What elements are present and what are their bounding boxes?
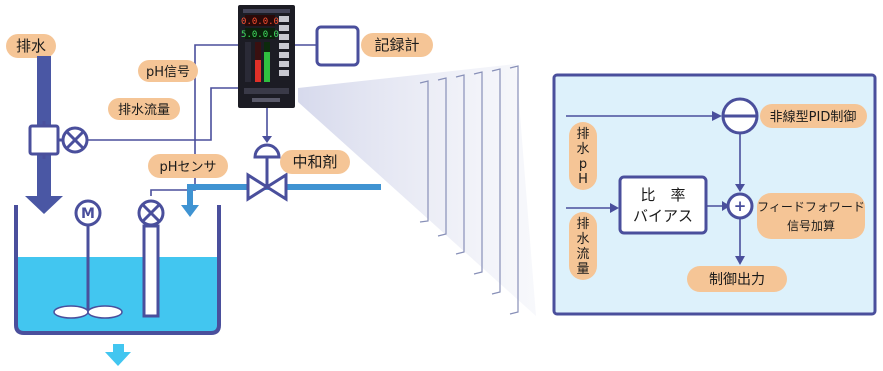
neutralizer-label: 中和剤	[280, 150, 350, 174]
svg-text:流: 流	[576, 247, 589, 262]
svg-text:+: +	[734, 197, 747, 215]
ratio-bias-block: 比 率 バイアス	[618, 175, 708, 235]
flow-transmitter-icon	[61, 126, 89, 154]
svg-text:0.0.0.0: 0.0.0.0	[241, 17, 279, 27]
pid-controller: 0.0.0.0 5.0.0.0	[238, 5, 295, 108]
svg-text:排: 排	[576, 217, 589, 232]
svg-text:量: 量	[576, 262, 589, 277]
detail-arrow-output	[735, 256, 745, 265]
ph-sensor-icon	[137, 199, 165, 318]
svg-text:中和剤: 中和剤	[292, 153, 337, 171]
neutralizer-pipe-arrow	[181, 205, 199, 217]
zoom-beam	[298, 64, 536, 316]
svg-text:信号加算: 信号加算	[787, 218, 835, 233]
valve-signal-arrow	[262, 136, 272, 143]
recorder-label: 記録計	[361, 33, 433, 57]
detail-arrow-pid-down	[735, 184, 745, 192]
svg-text:5.0.0.0: 5.0.0.0	[241, 30, 279, 40]
svg-text:フィードフォワード: フィードフォワード	[757, 200, 865, 214]
drain-flow-vertical-label: 排 水 流 量	[569, 212, 597, 280]
ph-signal-label: pH信号	[138, 60, 198, 82]
zoom-panels	[419, 65, 519, 315]
svg-text:制御出力: 制御出力	[709, 272, 765, 288]
svg-text:M: M	[81, 206, 95, 222]
detail-arrow-ratio	[610, 203, 619, 213]
feedforward-label: フィードフォワード 信号加算	[757, 193, 865, 239]
svg-text:排水流量: 排水流量	[118, 103, 170, 118]
svg-text:水: 水	[576, 142, 589, 157]
adder-icon: +	[726, 192, 754, 220]
drain-label: 排水	[6, 34, 56, 58]
svg-text:非線型PID制御: 非線型PID制御	[770, 109, 857, 125]
svg-text:pHセンサ: pHセンサ	[159, 160, 216, 175]
nonlinear-pid-block	[721, 97, 759, 135]
drain-inflow-arrow	[25, 196, 63, 214]
ph-sensor-label: pHセンサ	[148, 154, 228, 178]
svg-text:比 率: 比 率	[640, 186, 685, 204]
svg-text:排水: 排水	[16, 37, 46, 55]
svg-text:水: 水	[576, 232, 589, 247]
nonlinear-pid-label: 非線型PID制御	[760, 104, 867, 128]
svg-text:H: H	[578, 172, 588, 187]
flow-meter	[28, 124, 60, 156]
drain-flow-label: 排水流量	[108, 98, 180, 120]
detail-arrow-adder-in	[722, 201, 730, 211]
mixer-icon: M	[53, 199, 123, 319]
tank-water	[16, 257, 219, 333]
svg-text:バイアス: バイアス	[633, 207, 693, 225]
control-valve-icon	[246, 143, 288, 202]
control-detail-panel	[552, 73, 877, 316]
drain-ph-label: 排 水 p H	[569, 122, 597, 190]
detail-arrow-pid	[712, 111, 722, 121]
svg-text:記録計: 記録計	[374, 36, 419, 54]
neutralizer-pipe	[187, 184, 381, 207]
control-output-label: 制御出力	[687, 266, 787, 292]
recorder-box	[315, 25, 360, 67]
svg-text:pH信号: pH信号	[146, 65, 190, 80]
svg-text:排: 排	[576, 127, 589, 142]
tank	[14, 205, 221, 335]
svg-text:p: p	[579, 157, 587, 172]
drain-outflow-arrow	[105, 344, 131, 366]
